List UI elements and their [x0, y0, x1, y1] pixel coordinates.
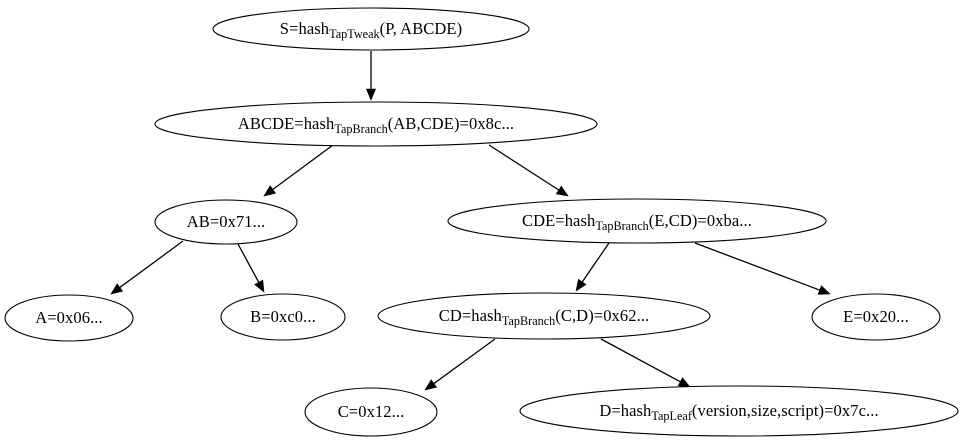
edge-abcde-to-ab	[263, 144, 334, 197]
edge-ab-to-b	[237, 243, 265, 293]
arrowhead-icon	[263, 185, 277, 197]
node-ellipse-ab[interactable]	[154, 199, 298, 245]
arrowhead-icon	[254, 279, 265, 293]
node-ellipse-a[interactable]	[4, 294, 134, 342]
node-ellipse-d[interactable]	[519, 385, 959, 437]
node-ellipse-cde[interactable]	[447, 198, 827, 244]
edge-cd-to-d	[600, 338, 691, 388]
edge-cd-to-c	[424, 338, 496, 391]
node-ellipse-c[interactable]	[304, 387, 438, 437]
edge-s-to-abcde	[365, 51, 377, 101]
edge-line	[580, 242, 610, 284]
edge-line	[117, 240, 184, 290]
edge-line	[237, 243, 261, 285]
edge-line	[600, 338, 683, 384]
edges-layer	[110, 51, 831, 391]
edge-abcde-to-cde	[488, 144, 569, 197]
edge-line	[694, 242, 822, 292]
node-ellipse-b[interactable]	[220, 293, 346, 341]
arrowhead-icon	[110, 283, 124, 295]
edge-line	[270, 144, 334, 192]
edge-line	[431, 338, 496, 386]
edge-cde-to-cd	[575, 242, 610, 292]
node-ellipse-cd[interactable]	[377, 292, 711, 340]
arrowhead-icon	[575, 278, 587, 292]
arrowhead-icon	[677, 377, 691, 388]
edge-ab-to-a	[110, 240, 184, 295]
edge-cde-to-e	[694, 242, 831, 295]
node-ellipse-abcde[interactable]	[154, 101, 598, 147]
node-ellipse-s[interactable]	[212, 7, 530, 51]
nodes-layer	[4, 7, 959, 437]
edge-line	[488, 144, 561, 192]
arrowhead-icon	[365, 88, 377, 101]
node-ellipse-e[interactable]	[811, 293, 941, 341]
arrowhead-icon	[555, 185, 569, 197]
arrowhead-icon	[817, 285, 831, 295]
arrowhead-icon	[424, 379, 438, 391]
